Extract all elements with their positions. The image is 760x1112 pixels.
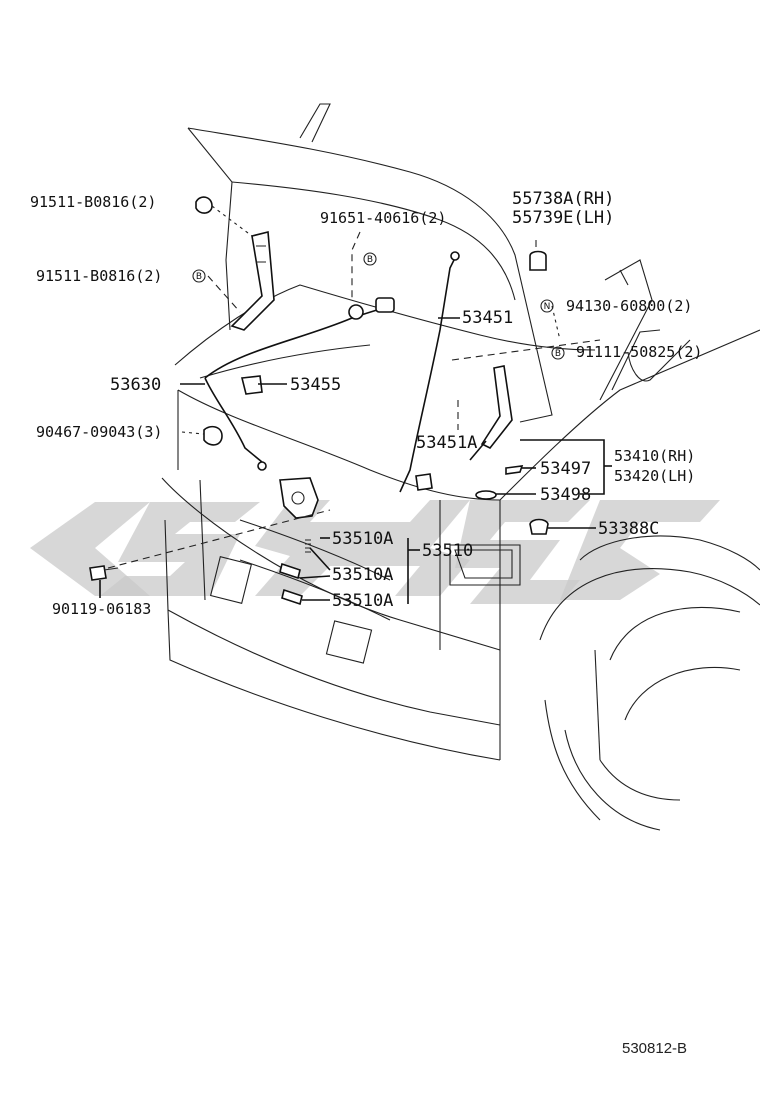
badge-b-3: B (555, 349, 561, 359)
label-91511-mid: 91511-B0816(2) (36, 267, 162, 285)
label-53630: 53630 (110, 375, 161, 395)
leader-lines (99, 205, 612, 604)
badge-n: N (544, 302, 551, 312)
hood-hinge-left (230, 230, 275, 331)
label-53498: 53498 (540, 485, 591, 505)
badge-b-1: B (196, 272, 202, 282)
label-53451: 53451 (462, 308, 513, 328)
label-90119: 90119-06183 (52, 600, 151, 618)
label-90467: 90467-09043(3) (36, 423, 162, 441)
label-94130: 94130-60800(2) (566, 297, 692, 315)
label-53451A: 53451A (416, 433, 477, 453)
reference-badges: B B N B (192, 252, 565, 360)
label-55738: 55738A(RH) (512, 189, 614, 209)
label-91651: 91651-40616(2) (320, 209, 446, 227)
label-53420: 53420(LH) (614, 467, 695, 485)
label-53510: 53510 (422, 541, 473, 561)
hood-lock (279, 477, 319, 519)
part-labels: 91511-B0816(2) 91511-B0816(2) 91651-4061… (30, 189, 702, 618)
hood-hinge-right (480, 365, 513, 450)
parts-layer (89, 196, 549, 606)
hood-lock-cable (204, 305, 393, 379)
label-53510A-2: 53510A (332, 565, 393, 585)
label-53510A-3: 53510A (332, 591, 393, 611)
hood-support-rod (399, 257, 456, 493)
label-53410: 53410(RH) (614, 447, 695, 465)
label-53510A-1: 53510A (332, 529, 393, 549)
label-91111: 91111-50825(2) (576, 343, 702, 361)
label-53455: 53455 (290, 375, 341, 395)
badge-b-2: B (367, 255, 373, 265)
brand-watermark-icon (30, 500, 720, 604)
diagram-reference-code: 530812-B (622, 1040, 688, 1057)
label-91511-top: 91511-B0816(2) (30, 193, 156, 211)
vehicle-body (161, 103, 760, 831)
label-53497: 53497 (540, 459, 591, 479)
label-55739: 55739E(LH) (512, 208, 614, 228)
label-53388C: 53388C (598, 519, 659, 539)
